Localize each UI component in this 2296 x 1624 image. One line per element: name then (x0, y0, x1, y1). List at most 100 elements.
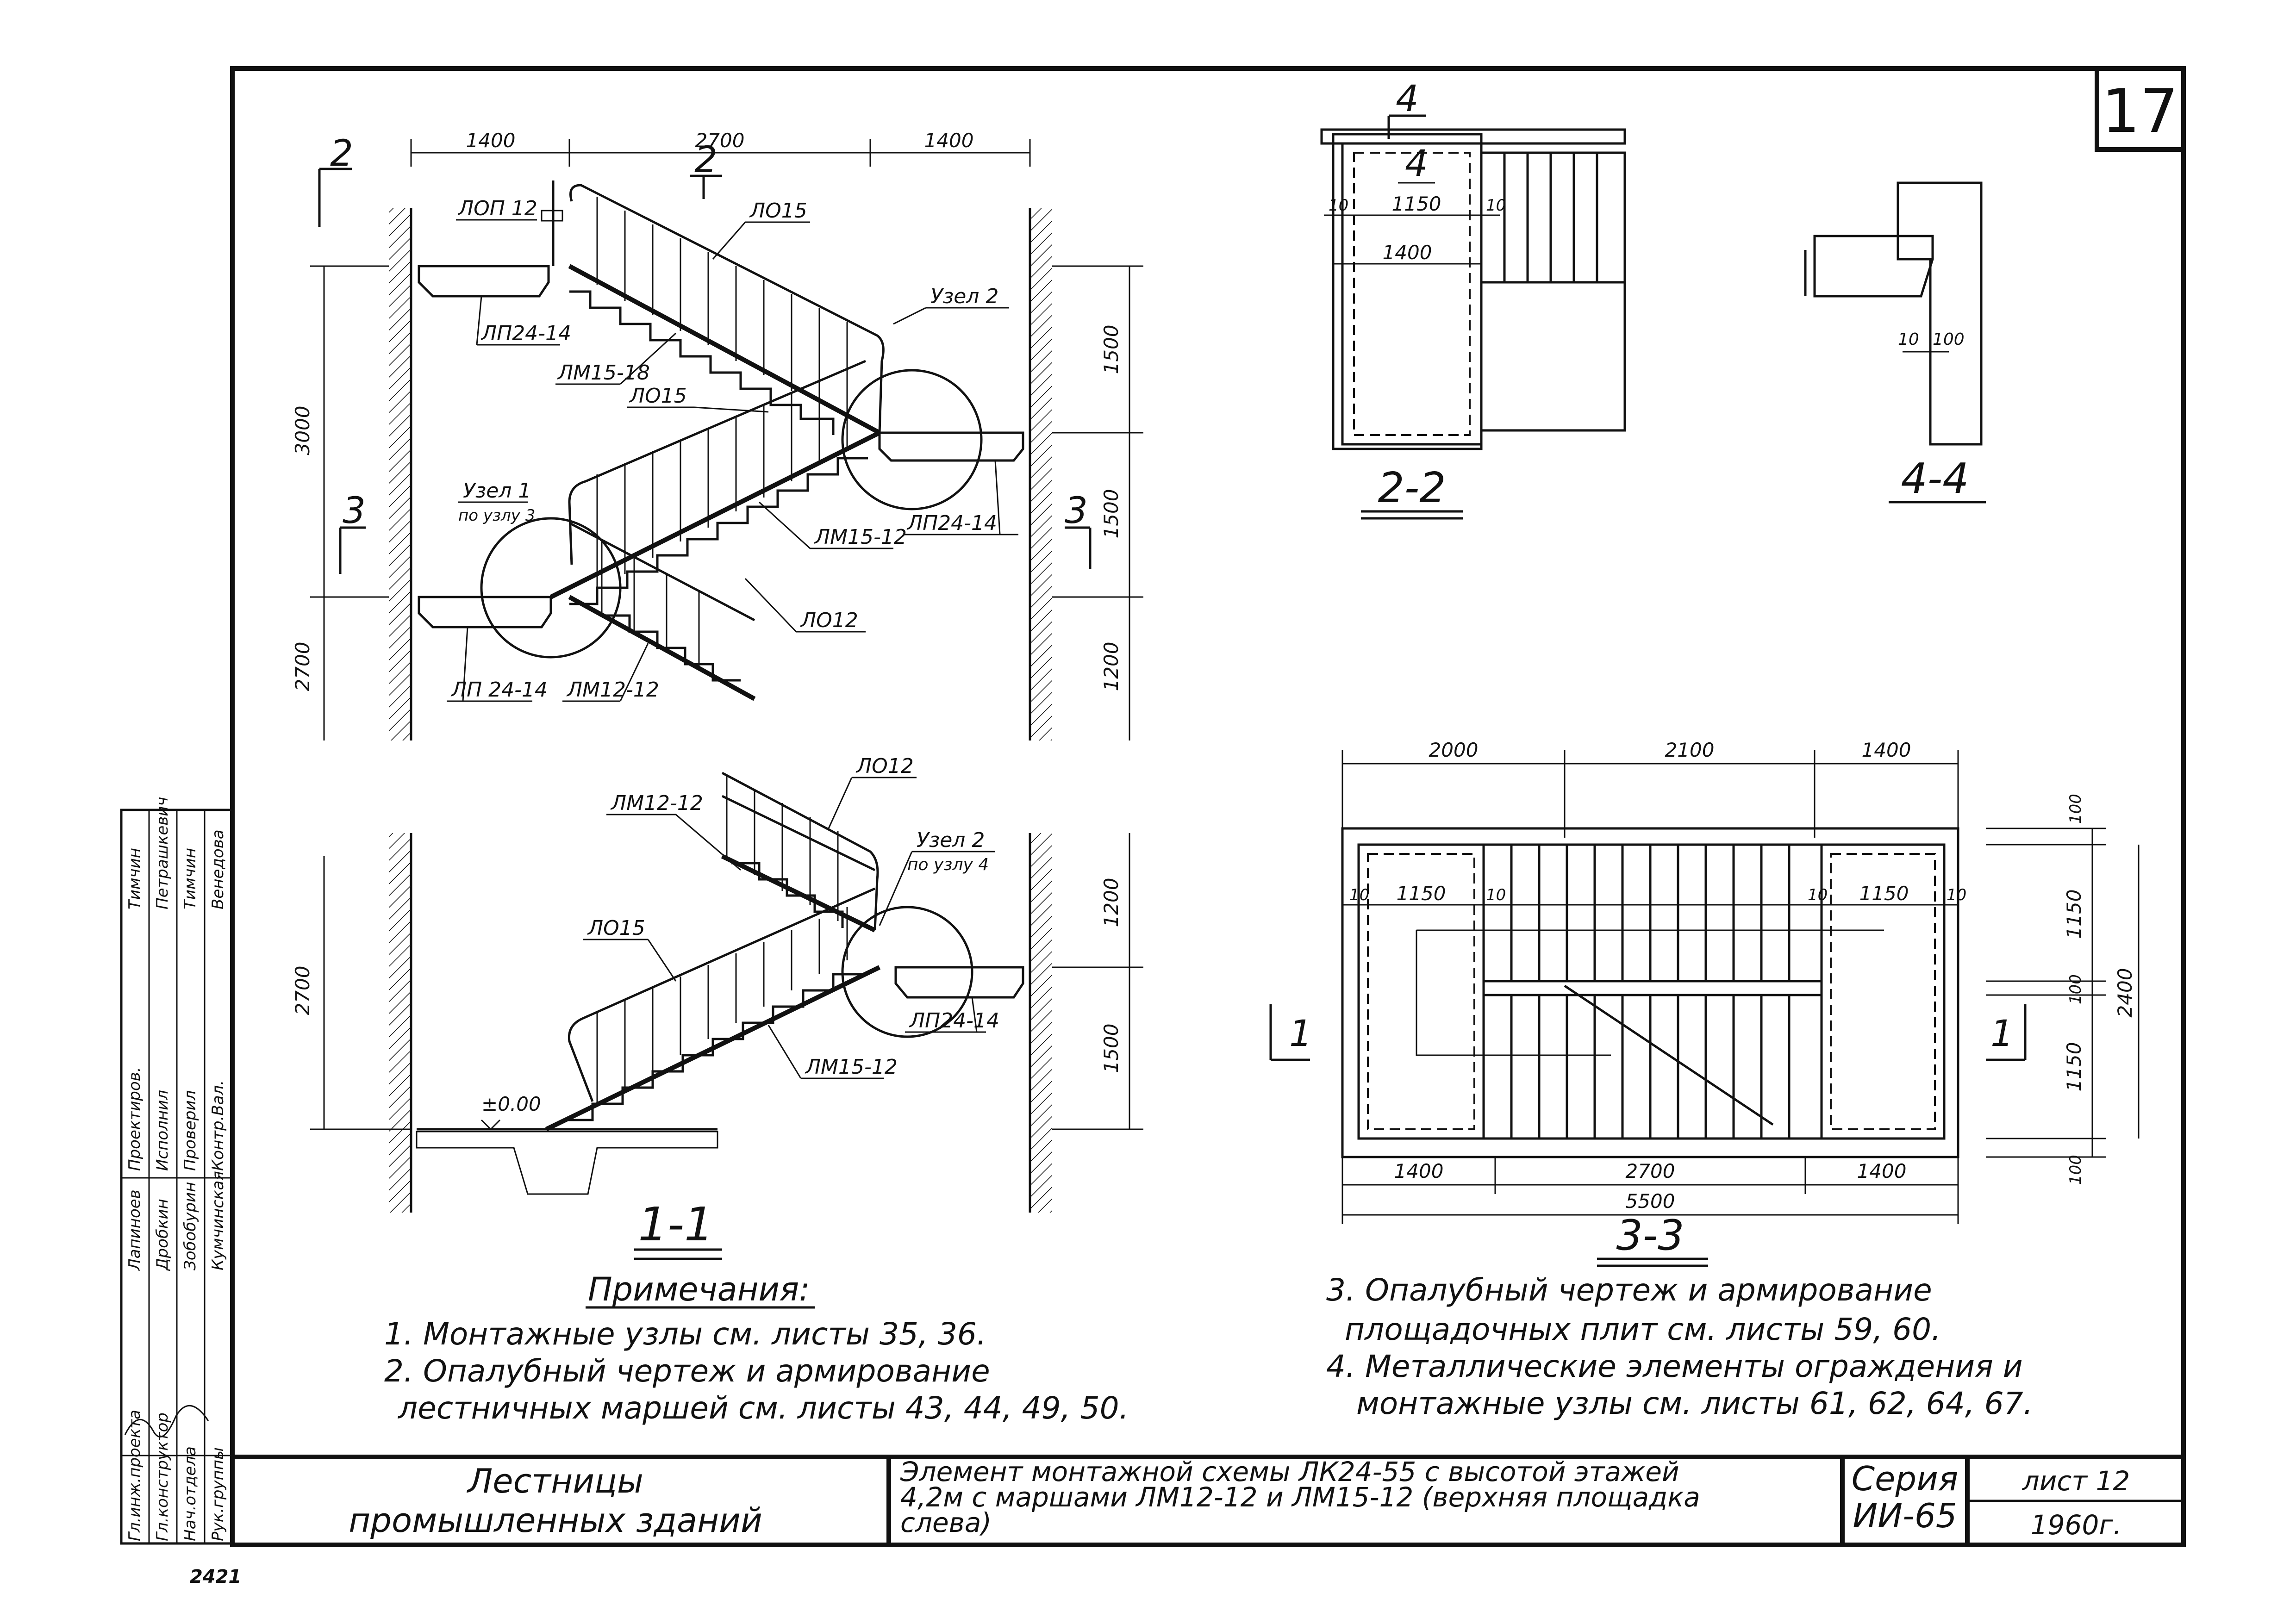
section-4-4: 10 100 4-4 (1804, 181, 1986, 504)
plan-landing-right (1820, 843, 1946, 1140)
label-lop12: ЛОП 12 (457, 197, 537, 220)
stamp-role-5: Проектиров. (125, 1067, 144, 1171)
dim-3-3-bottom-2: 2700 (1626, 1160, 1675, 1182)
dim-3-3-inner-6: 10 (1947, 886, 1966, 904)
cut-mark-2-left: 2 (330, 133, 353, 174)
section-3-3-title: 3-3 (1616, 1211, 1685, 1260)
notes-heading: Примечания: (588, 1270, 810, 1308)
plan-landing-left (1357, 843, 1485, 1140)
note-1: 1. Монтажные узлы см. листы 35, 36. (384, 1316, 986, 1352)
dim-3-3-total: 5500 (1626, 1190, 1675, 1213)
flight-mid-steps (569, 457, 868, 605)
dim-3-3-top-2: 2100 (1665, 739, 1715, 761)
label-lm15-12-mid: ЛМ15-12 (814, 525, 907, 549)
signature-mark (124, 1405, 209, 1438)
label-lo15-top: ЛО15 (749, 199, 807, 223)
label-lp24-14-lower: ЛП24-14 (909, 1009, 999, 1033)
dim-4-4-10: 10 (1898, 330, 1919, 349)
dim-3-3-right-4: 1150 (2063, 1042, 2085, 1092)
stamp-name-8: Венедова (209, 829, 227, 909)
landing-mid (878, 431, 1024, 462)
wall-right-lower (1030, 833, 1052, 1213)
label-uzel1: Узел 1 (463, 479, 531, 503)
dim-3-3-right-1: 100 (2066, 794, 2085, 824)
node-circle-1 (480, 517, 622, 659)
flight-lower-upper (721, 854, 876, 933)
dim-top-2: 2700 (695, 129, 745, 152)
dim-left-1: 3000 (291, 406, 314, 455)
title-year: 1960г. (2031, 1509, 2122, 1541)
cut-mark-1-right: 1 (1990, 1013, 2014, 1055)
title-series-label: Серия (1852, 1459, 1958, 1498)
dim-3-3-inner-1: 10 (1349, 886, 1369, 904)
label-po-uzlu3: по узлу 3 (458, 506, 535, 525)
flight-upper-steps (569, 290, 835, 435)
dim-3-3-bottom-3: 1400 (1857, 1160, 1907, 1182)
section-2-2: 4 4 1150 10 10 1400 2-2 (1320, 78, 1626, 520)
title-desc-line3: слева) (900, 1507, 992, 1538)
node-circle-2 (841, 369, 983, 510)
stamp-name-3: Зобобурин (181, 1182, 200, 1270)
label-uzel2-lower: Узел 2 (917, 828, 985, 852)
stamp-name-4: Кумчинская (209, 1171, 227, 1270)
note-2b: лестничных маршей см. листы 43, 44, 49, … (397, 1390, 1129, 1426)
label-lm12-12-top: ЛМ12-12 (566, 678, 659, 702)
label-lo15-lower: ЛО15 (587, 916, 645, 940)
label-lp24-14-top: ЛП24-14 (480, 322, 571, 345)
section-2-2-walls (1320, 128, 1626, 446)
label-lp24-14-mid: ЛП24-14 (906, 511, 997, 535)
cut-mark-1-left: 1 (1289, 1013, 1312, 1055)
section-4-4-title: 4-4 (1901, 454, 1969, 503)
note-4b: монтажные узлы см. листы 61, 62, 64, 67. (1356, 1386, 2033, 1421)
title-name-line2: промышленных зданий (349, 1501, 762, 1540)
label-po-uzlu4: по узлу 4 (907, 855, 989, 874)
label-lo12-lower: ЛО12 (855, 754, 914, 778)
title-name-line1: Лестницы (466, 1462, 643, 1500)
sheet-frame (230, 66, 2186, 1459)
railing-ground (568, 887, 876, 1102)
label-lm15-18: ЛМ15-18 (557, 361, 650, 385)
dim-2-2-1150: 1150 (1392, 193, 1441, 215)
section-2-2-title: 2-2 (1378, 464, 1446, 512)
section-4-4-slab (1813, 235, 1934, 298)
dim-3-3-inner-5: 1150 (1859, 882, 1909, 905)
cut-mark-4: 4 (1396, 78, 1419, 120)
railing-mid (568, 360, 866, 565)
plan-cut-line (1564, 984, 1774, 1126)
title-sheet-label: лист 12 (2022, 1465, 2130, 1497)
plan-flight-upper (1482, 843, 1823, 983)
dim-3-3-bottom-1: 1400 (1394, 1160, 1444, 1182)
note-3a: 3. Опалубный чертеж и армирование (1326, 1272, 1932, 1308)
foundation (416, 1131, 718, 1195)
dim-3-3-right-total: 2400 (2114, 968, 2136, 1018)
title-series-value: ИИ-65 (1853, 1496, 1957, 1535)
title-block: Лестницы промышленных зданий Элемент мон… (230, 1455, 2186, 1547)
stamp-name-6: Петрашкевич (153, 797, 172, 910)
section-1-1-upper: 1400 2700 1400 3000 2700 1500 1500 1200 … (291, 129, 1143, 740)
railing-upper (569, 184, 885, 433)
dim-3-3-right-5: 100 (2066, 1155, 2085, 1185)
level-mark: ±0.00 (481, 1093, 541, 1115)
section-4-4-wall (1897, 181, 1983, 446)
dim-3-3-top-1: 2000 (1429, 739, 1479, 761)
plan-flight-lower (1482, 994, 1823, 1140)
stamp-number: 2421 (190, 1566, 241, 1587)
dim-left-2: 2700 (291, 642, 314, 691)
label-lp24-14-low: ЛП 24-14 (450, 678, 548, 702)
landing-lower-mid (894, 966, 1024, 999)
dim-right-1: 1500 (1100, 325, 1123, 374)
notes: Примечания: 1. Монтажные узлы см. листы … (384, 1270, 2033, 1426)
stamp-role-4: Рук.группы (209, 1447, 227, 1541)
dim-lower-left: 2700 (291, 966, 314, 1015)
landing-top (418, 265, 550, 298)
title-desc-line2: 4,2м с маршами ЛМ12-12 и ЛМ15-12 (верхня… (900, 1481, 1700, 1513)
section-2-2-landing (1341, 142, 1483, 446)
dim-3-3-inner-3: 10 (1486, 886, 1506, 904)
wall-left-lower (389, 833, 411, 1213)
dim-2-2-10a: 10 (1329, 196, 1348, 215)
stamp-name-5: Тимчин (125, 848, 144, 909)
dim-3-3-right-2: 1150 (2063, 890, 2085, 939)
stamp-role-1: Гл.инж.проекта (125, 1410, 144, 1541)
dim-top-3: 1400 (924, 129, 974, 152)
stamp-name-1: Лапиноев (125, 1189, 144, 1271)
